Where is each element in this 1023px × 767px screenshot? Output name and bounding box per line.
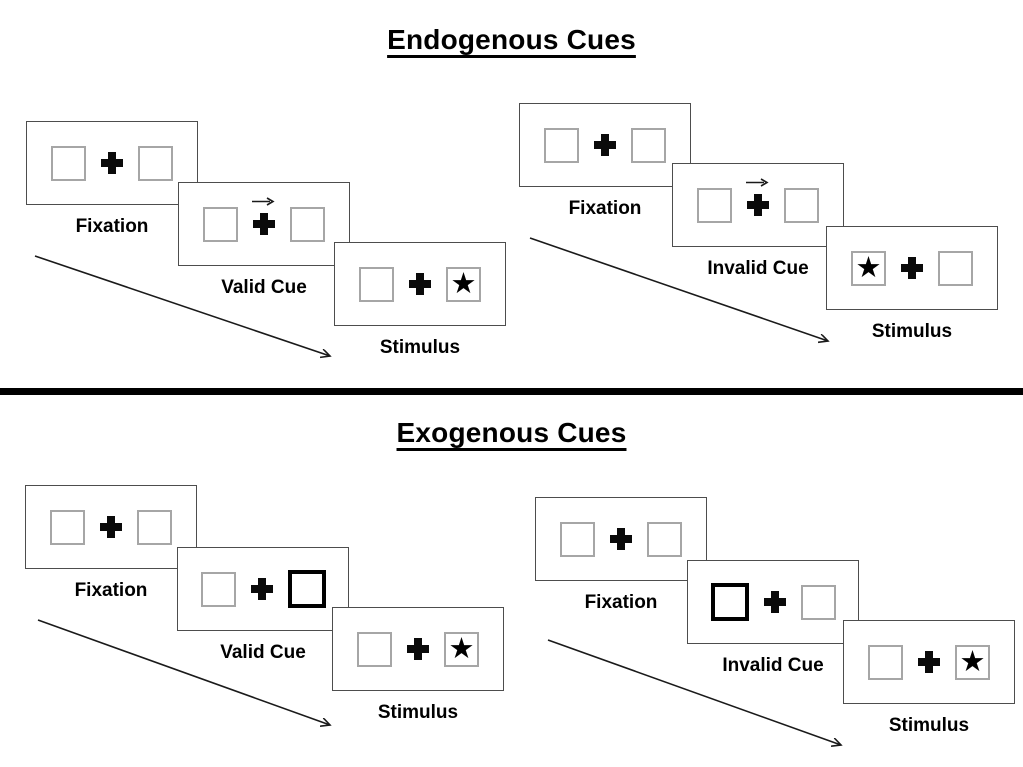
- card-invalid-cue: Invalid Cue: [672, 163, 844, 280]
- star-icon: ★: [450, 265, 477, 300]
- screen-card: [26, 121, 198, 205]
- card-fixation: Fixation: [25, 485, 197, 602]
- star-icon: ★: [448, 630, 475, 665]
- cue-arrow-icon: [746, 178, 769, 187]
- screen-card: [177, 547, 349, 631]
- card-label: Fixation: [584, 592, 658, 613]
- card-stimulus: ★ Stimulus: [334, 242, 506, 359]
- fixation-cross-icon: [250, 578, 273, 600]
- plus-wrap: [918, 651, 940, 673]
- left-box: [560, 521, 595, 557]
- card-label: Stimulus: [379, 337, 461, 358]
- screen-card: [25, 485, 197, 569]
- card-label: Fixation: [568, 198, 642, 219]
- right-box: [800, 584, 836, 620]
- fixation-cross-icon: [100, 516, 122, 538]
- card-label: Valid Cue: [221, 277, 307, 298]
- fixation-cross-icon: [594, 134, 616, 156]
- left-box: [710, 583, 749, 621]
- fixation-cross-icon: [610, 528, 632, 550]
- right-box: [631, 127, 666, 163]
- right-box: ★: [955, 643, 990, 680]
- right-box: [784, 187, 819, 223]
- right-box: [137, 509, 172, 545]
- card-label: Invalid Cue: [722, 655, 824, 676]
- fixation-cross-icon: [409, 273, 431, 295]
- card-label: Fixation: [74, 580, 148, 601]
- plus-wrap: [100, 516, 122, 538]
- left-box: [200, 571, 236, 607]
- card-fixation: Fixation: [535, 497, 707, 614]
- screen-card: ★: [334, 242, 506, 326]
- card-label: Valid Cue: [220, 642, 306, 663]
- card-label: Invalid Cue: [707, 258, 809, 279]
- screen-card: [178, 182, 350, 266]
- card-stimulus: ★ Stimulus: [332, 607, 504, 724]
- right-box: ★: [444, 630, 479, 667]
- left-box: ★: [851, 249, 886, 286]
- cue-arrow-icon: [252, 197, 275, 206]
- card-valid-cue: Valid Cue: [178, 182, 350, 299]
- plus-wrap: [250, 578, 273, 600]
- plus-wrap: [763, 591, 786, 613]
- fixation-cross-icon: [747, 194, 769, 216]
- screen-card: ★: [826, 226, 998, 310]
- left-box: [544, 127, 579, 163]
- card-invalid-cue: Invalid Cue: [687, 560, 859, 677]
- plus-wrap: [409, 273, 431, 295]
- fixation-cross-icon: [763, 591, 786, 613]
- right-box: [938, 250, 973, 286]
- left-box: [51, 145, 86, 181]
- section-title-endogenous: Endogenous Cues: [387, 24, 636, 55]
- card-label: Stimulus: [377, 702, 459, 723]
- screen-card: ★: [843, 620, 1015, 704]
- right-box: [290, 206, 325, 242]
- screen-card: [535, 497, 707, 581]
- card-stimulus: ★ Stimulus: [826, 226, 998, 343]
- screen-card: ★: [332, 607, 504, 691]
- left-box: [868, 644, 903, 680]
- fixation-cross-icon: [918, 651, 940, 673]
- plus-wrap: [901, 257, 923, 279]
- left-box: [357, 631, 392, 667]
- screen-card: [687, 560, 859, 644]
- plus-wrap: [407, 638, 429, 660]
- card-label: Stimulus: [888, 715, 970, 736]
- right-box: [138, 145, 173, 181]
- star-icon: ★: [959, 643, 986, 678]
- left-box: [359, 266, 394, 302]
- right-box: [287, 570, 326, 608]
- section-divider: [0, 388, 1023, 395]
- fixation-cross-icon: [101, 152, 123, 174]
- right-box: ★: [446, 265, 481, 302]
- screen-card: [672, 163, 844, 247]
- fixation-cross-icon: [407, 638, 429, 660]
- card-fixation: Fixation: [519, 103, 691, 220]
- left-box: [50, 509, 85, 545]
- plus-wrap: [101, 152, 123, 174]
- fixation-cross-icon: [901, 257, 923, 279]
- card-fixation: Fixation: [26, 121, 198, 238]
- card-valid-cue: Valid Cue: [177, 547, 349, 664]
- card-stimulus: ★ Stimulus: [843, 620, 1015, 737]
- card-label: Fixation: [75, 216, 149, 237]
- left-box: [203, 206, 238, 242]
- plus-wrap: [252, 197, 275, 235]
- right-box: [647, 521, 682, 557]
- plus-wrap: [746, 178, 769, 216]
- screen-card: [519, 103, 691, 187]
- section-title-exogenous: Exogenous Cues: [396, 417, 627, 448]
- plus-wrap: [610, 528, 632, 550]
- fixation-cross-icon: [253, 213, 275, 235]
- card-label: Stimulus: [871, 321, 953, 342]
- star-icon: ★: [855, 249, 882, 284]
- plus-wrap: [594, 134, 616, 156]
- left-box: [697, 187, 732, 223]
